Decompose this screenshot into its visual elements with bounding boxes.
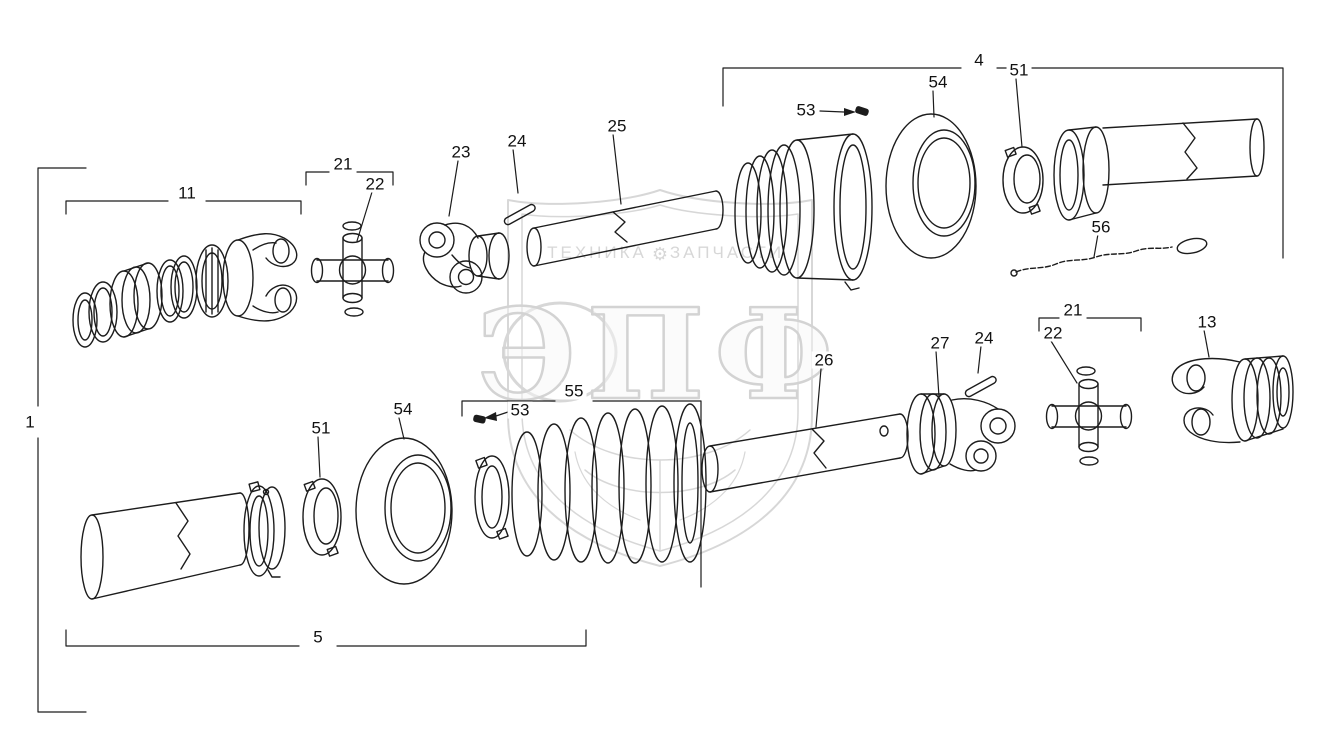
- bracket-4: [722, 67, 1284, 259]
- leader-24-top: [512, 148, 519, 194]
- part-tube-25: [526, 190, 724, 267]
- bracket-1: [37, 167, 87, 713]
- part-cross-journal-bottom: [1045, 366, 1133, 466]
- watermark-right-text: ЗАПЧАСТИ: [670, 243, 784, 262]
- part-pin-24-bottom: [964, 375, 997, 398]
- part-seal-stack: [72, 244, 229, 348]
- part-yoke-27: [906, 393, 1016, 475]
- watermark: ТЕХНИКА ⚙ ЗАПЧАСТИ ЭПФ: [476, 189, 843, 567]
- callout-lines: [37, 67, 1284, 713]
- callout-24-top: 24: [504, 132, 530, 150]
- part-yoke-13: [1171, 355, 1294, 444]
- part-cross-journal-top: [310, 221, 395, 317]
- leader-51-bottom: [317, 436, 321, 478]
- callout-54-bottom: 54: [390, 400, 416, 418]
- part-guard-tube-bottom: [80, 492, 250, 600]
- callout-53-top: 53: [793, 101, 819, 119]
- part-pin-24-top: [503, 203, 536, 226]
- bracket-21-bottom: [1038, 317, 1142, 332]
- part-bearing-ring-51-top: [1002, 146, 1044, 215]
- gear-icon: ⚙: [652, 244, 668, 264]
- leader-53-bottom: [495, 411, 509, 417]
- part-collar-bottom: [243, 481, 286, 578]
- callout-4: 4: [971, 51, 987, 69]
- callout-22-top: 22: [362, 175, 388, 193]
- part-yoke-23: [419, 222, 510, 294]
- part-bearing-ring-51-bottom: [302, 478, 342, 557]
- part-screw-53-top: [855, 106, 869, 116]
- leader-54-top: [932, 90, 935, 118]
- leader-27: [935, 350, 940, 398]
- leader-56: [1093, 233, 1099, 258]
- leader-24-bottom: [977, 345, 982, 374]
- bracket-21-top: [305, 171, 394, 186]
- leader-53-top: [819, 110, 845, 113]
- part-bell-ring-54-top: [885, 113, 977, 259]
- watermark-ring: [502, 301, 618, 403]
- leader-26: [815, 368, 822, 428]
- part-screw-53-bottom: [473, 414, 486, 424]
- callout-21-bottom: 21: [1060, 301, 1086, 319]
- callout-26: 26: [811, 351, 837, 369]
- callout-11: 11: [175, 184, 199, 202]
- callout-56: 56: [1088, 218, 1114, 236]
- arrowhead-53-top: [844, 108, 856, 116]
- part-chain-56: [1010, 237, 1208, 277]
- watermark-shield-outline: [507, 189, 813, 567]
- callout-54-top: 54: [925, 73, 951, 91]
- callout-21-top: 21: [330, 155, 356, 173]
- callout-13: 13: [1194, 313, 1220, 331]
- part-tube-26: [701, 413, 909, 493]
- bracket-5: [65, 629, 587, 647]
- callout-51-bottom: 51: [308, 419, 334, 437]
- leader-25: [612, 133, 622, 205]
- part-guard-cone-top: [734, 133, 873, 291]
- watermark-left-text: ТЕХНИКА: [547, 243, 647, 262]
- part-guard-tube-top: [1053, 118, 1265, 221]
- leader-23: [448, 160, 459, 217]
- leader-22-bottom: [1050, 340, 1078, 384]
- bracket-11: [65, 200, 302, 215]
- callout-5: 5: [310, 628, 326, 646]
- callout-27: 27: [927, 334, 953, 352]
- arrowhead-53-bottom: [484, 412, 497, 421]
- callout-25: 25: [604, 117, 630, 135]
- callout-1: 1: [22, 413, 38, 431]
- callout-22-bottom: 22: [1040, 324, 1066, 342]
- bracket-55: [461, 400, 702, 588]
- leader-51-top: [1015, 78, 1023, 148]
- leader-22-top: [356, 191, 373, 242]
- leader-13: [1203, 329, 1210, 358]
- part-yoke-flange: [222, 233, 298, 322]
- callout-24-bottom: 24: [971, 329, 997, 347]
- leader-54-bottom: [398, 417, 405, 440]
- part-bellows-55: [474, 403, 707, 564]
- callout-51-top: 51: [1006, 61, 1032, 79]
- callout-23: 23: [448, 143, 474, 161]
- callout-53-bottom: 53: [507, 401, 533, 419]
- watermark-brand-text: ЭПФ: [477, 282, 843, 428]
- callout-55: 55: [561, 382, 587, 400]
